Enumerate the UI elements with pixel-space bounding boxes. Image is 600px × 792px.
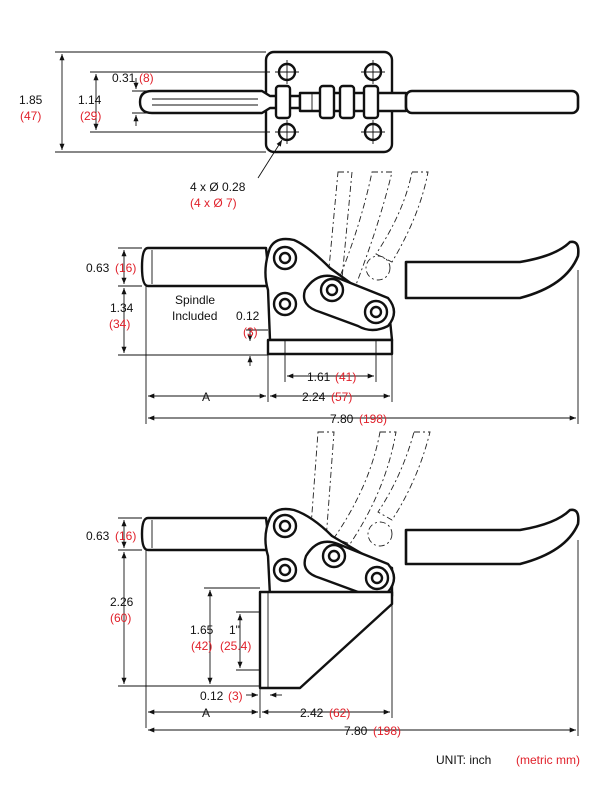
mounting-bracket-2	[258, 590, 394, 690]
s1-spindle-note-2: Included	[172, 309, 217, 323]
top-slot-inch: 0.31	[112, 71, 136, 85]
s1-base-length-inch: 2.24	[302, 390, 326, 404]
s1-spindle-offset-inch: 0.63	[86, 261, 110, 275]
s2-overall-inch: 7.80	[344, 724, 368, 738]
s2-bracket-height-inch: 2.26	[110, 595, 134, 609]
s2-overall-mm: (198)	[373, 724, 401, 738]
handle-grip-2	[404, 508, 580, 566]
s2-bracket-height-mm: (60)	[110, 611, 131, 625]
s2-spindle-offset-inch: 0.63	[86, 529, 110, 543]
s2-plate-thickness-mm: (3)	[228, 689, 243, 703]
spindle-arm-2	[140, 516, 270, 552]
s1-base-length-mm: (57)	[331, 390, 352, 404]
unit-legend: UNIT: inch (metric mm)	[436, 753, 580, 767]
spindle-arm-1	[140, 246, 270, 288]
s2-slot-length-mm: (25.4)	[220, 639, 251, 653]
side-view-2: 0.63 (16) 2.26 (60) 1.65 (42) 1" (25.4) …	[86, 431, 580, 738]
s1-spindle-height-inch: 1.34	[110, 301, 134, 315]
top-holes-mm: (4 x Ø 7)	[190, 196, 237, 210]
s1-overall-mm: (198)	[359, 412, 387, 426]
top-height-inner-mm: (29)	[80, 109, 101, 123]
s1-hole-spacing-inch: 1.61	[307, 370, 331, 384]
top-holes-inch: 4 x Ø 0.28	[190, 180, 246, 194]
s1-spindle-height-mm: (34)	[109, 317, 130, 331]
s1-spindle-offset-mm: (16)	[115, 261, 136, 275]
s2-plate-thickness-inch: 0.12	[200, 689, 224, 703]
s1-base-thickness-mm: (3)	[243, 325, 258, 339]
s1-base-thickness-inch: 0.12	[236, 309, 260, 323]
s1-overall-inch: 7.80	[330, 412, 354, 426]
top-height-inner-inch: 1.14	[78, 93, 102, 107]
s2-slot-length-inch: 1"	[229, 623, 240, 637]
side-view-1: 0.63 (16) 1.34 (34) Spindle Included 0.1…	[86, 171, 580, 426]
top-height-total-mm: (47)	[20, 109, 41, 123]
s2-dim-a: A	[202, 706, 210, 720]
top-view: 1.85 (47) 1.14 (29) 0.31 (8) 4 x Ø 0.28 …	[19, 50, 580, 210]
s2-spindle-offset-mm: (16)	[115, 529, 136, 543]
s2-base-length-mm: (62)	[329, 706, 350, 720]
s1-spindle-note-1: Spindle	[175, 293, 215, 307]
s1-hole-spacing-mm: (41)	[335, 370, 356, 384]
top-handle-grip	[404, 89, 580, 115]
s2-mount-height-inch: 1.65	[190, 623, 214, 637]
s2-base-length-inch: 2.42	[300, 706, 324, 720]
s1-dim-a: A	[202, 390, 210, 404]
top-height-total-inch: 1.85	[19, 93, 43, 107]
base-plate-1	[266, 338, 394, 356]
handle-grip-1	[404, 240, 580, 300]
top-slot-mm: (8)	[139, 71, 154, 85]
top-mount-holes	[275, 60, 385, 144]
unit-label: UNIT: inch	[436, 753, 491, 767]
s2-mount-height-mm: (42)	[191, 639, 212, 653]
metric-label: (metric mm)	[516, 753, 580, 767]
